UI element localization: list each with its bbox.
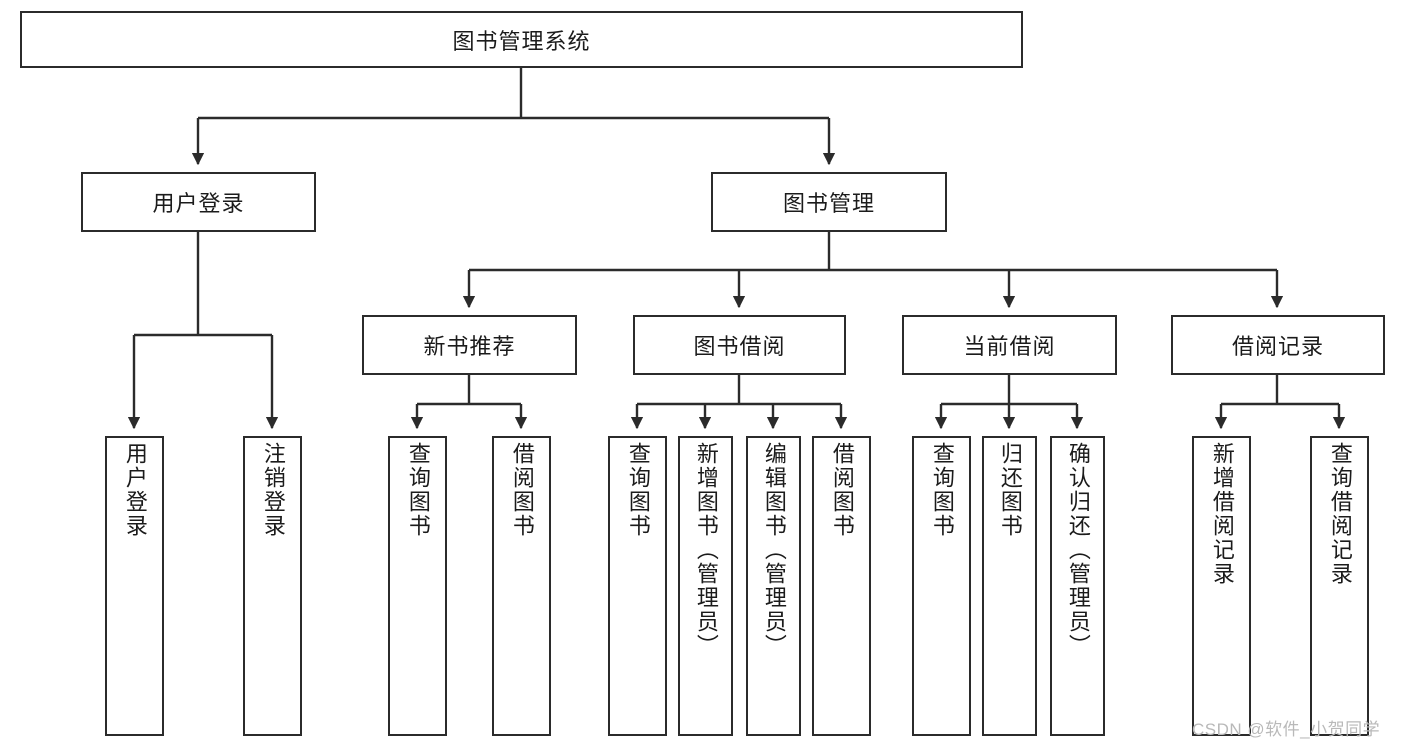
node-leaf-query-book-1-label: 查询图书 — [405, 442, 431, 538]
node-user-login-label: 用户登录 — [152, 191, 245, 216]
node-leaf-return-book[interactable]: 归还图书 — [982, 436, 1037, 736]
node-root-label: 图书管理系统 — [452, 28, 591, 54]
node-current-borrow[interactable]: 当前借阅 — [902, 315, 1117, 375]
node-leaf-return-book-label: 归还图书 — [997, 442, 1023, 538]
node-leaf-borrow-book-2-label: 借阅图书 — [829, 442, 855, 538]
node-leaf-borrow-book-2[interactable]: 借阅图书 — [812, 436, 871, 736]
node-leaf-add-book[interactable]: 新增图书（管理员） — [678, 436, 733, 736]
node-leaf-add-record[interactable]: 新增借阅记录 — [1192, 436, 1251, 736]
node-leaf-add-book-label: 新增图书（管理员） — [693, 442, 719, 658]
node-leaf-user-logout[interactable]: 注销登录 — [243, 436, 302, 736]
node-leaf-user-login[interactable]: 用户登录 — [105, 436, 164, 736]
node-leaf-query-record[interactable]: 查询借阅记录 — [1310, 436, 1369, 736]
node-borrow-record[interactable]: 借阅记录 — [1171, 315, 1385, 375]
node-leaf-query-book-2[interactable]: 查询图书 — [608, 436, 667, 736]
node-leaf-edit-book[interactable]: 编辑图书（管理员） — [746, 436, 801, 736]
node-leaf-query-book-3[interactable]: 查询图书 — [912, 436, 971, 736]
node-leaf-confirm-return[interactable]: 确认归还（管理员） — [1050, 436, 1105, 736]
csdn-watermark: CSDN @软件_小贺同学 — [1192, 720, 1381, 739]
node-new-book-recommend[interactable]: 新书推荐 — [362, 315, 577, 375]
node-book-manage-label: 图书管理 — [782, 191, 875, 216]
node-new-book-recommend-label: 新书推荐 — [423, 334, 516, 359]
node-leaf-query-book-3-label: 查询图书 — [929, 442, 955, 538]
node-book-borrow-label: 图书借阅 — [693, 334, 786, 359]
node-root[interactable]: 图书管理系统 — [20, 11, 1023, 68]
node-leaf-query-book-1[interactable]: 查询图书 — [388, 436, 447, 736]
node-leaf-borrow-book-1-label: 借阅图书 — [509, 442, 535, 538]
node-leaf-add-record-label: 新增借阅记录 — [1209, 442, 1235, 586]
node-leaf-borrow-book-1[interactable]: 借阅图书 — [492, 436, 551, 736]
node-leaf-user-login-label: 用户登录 — [122, 442, 148, 538]
node-borrow-record-label: 借阅记录 — [1231, 334, 1324, 359]
node-leaf-query-record-label: 查询借阅记录 — [1327, 442, 1353, 586]
node-book-borrow[interactable]: 图书借阅 — [633, 315, 846, 375]
node-book-manage[interactable]: 图书管理 — [711, 172, 947, 232]
node-user-login[interactable]: 用户登录 — [81, 172, 316, 232]
node-leaf-user-logout-label: 注销登录 — [260, 442, 286, 538]
node-leaf-confirm-return-label: 确认归还（管理员） — [1065, 442, 1091, 658]
node-current-borrow-label: 当前借阅 — [963, 334, 1056, 359]
node-leaf-edit-book-label: 编辑图书（管理员） — [761, 442, 787, 658]
node-leaf-query-book-2-label: 查询图书 — [625, 442, 651, 538]
